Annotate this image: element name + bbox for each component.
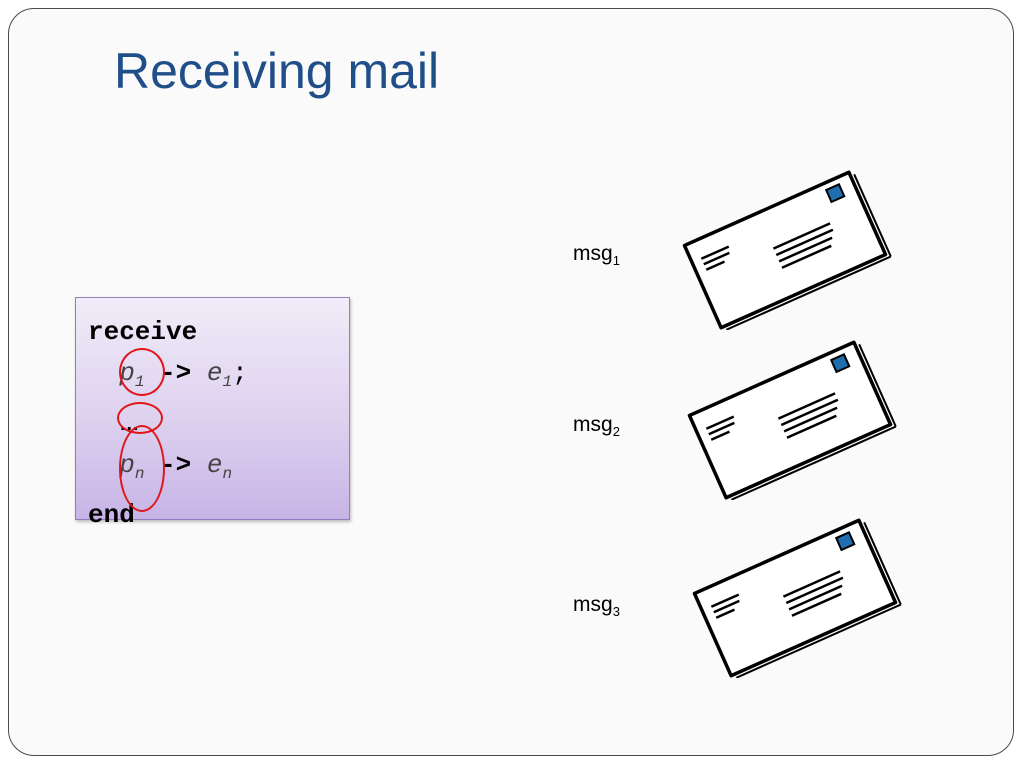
message-label-3: msg3 bbox=[573, 593, 620, 620]
receive-code-box: receive p1 -> e1; … pn -> en end bbox=[75, 297, 350, 530]
highlight-circle-pattern-first bbox=[119, 348, 165, 396]
message-label-2: msg2 bbox=[573, 413, 620, 440]
arrow-first: -> bbox=[160, 358, 192, 388]
keyword-end: end bbox=[88, 500, 135, 531]
receive-code: receive p1 -> e1; … pn -> en end bbox=[88, 312, 248, 536]
semicolon: ; bbox=[232, 358, 248, 388]
envelope-icon bbox=[682, 170, 892, 330]
keyword-receive: receive bbox=[88, 317, 198, 347]
highlight-circle-pattern-last bbox=[119, 425, 165, 512]
envelope-icon bbox=[687, 340, 897, 500]
expr-last: en bbox=[206, 450, 233, 484]
message-label-1: msg1 bbox=[573, 242, 620, 269]
slide-title: Receiving mail bbox=[114, 43, 440, 99]
expr-first: e1 bbox=[206, 358, 233, 392]
envelope-icon bbox=[692, 518, 902, 678]
arrow-last: -> bbox=[160, 450, 192, 481]
